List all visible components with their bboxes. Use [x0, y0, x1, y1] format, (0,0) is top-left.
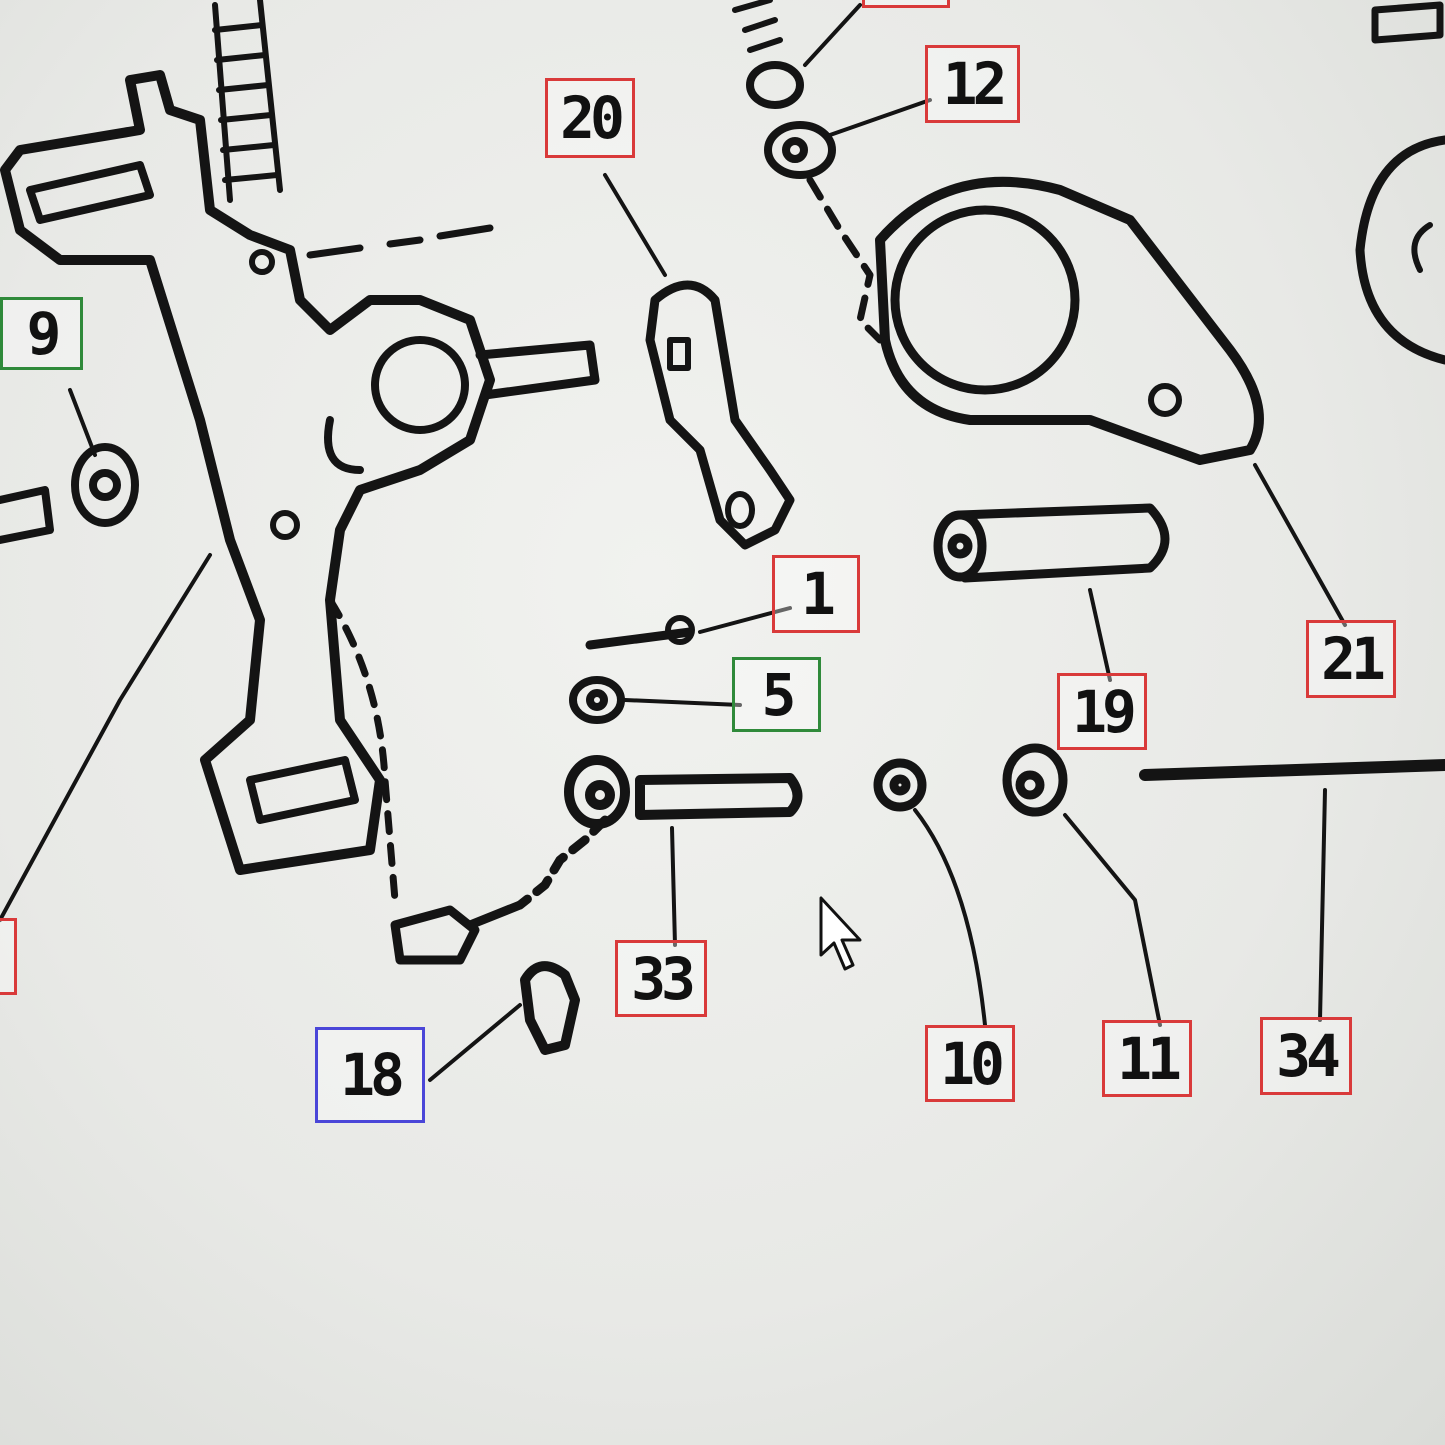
callout-18: 18	[315, 1027, 425, 1123]
callout-partial-top	[862, 0, 950, 8]
mounting-plate-part	[875, 176, 1264, 465]
washer-part	[732, 0, 884, 344]
callout-12: 12	[925, 45, 1020, 123]
callout-19: 19	[1057, 673, 1147, 750]
disc-part	[1355, 1, 1445, 365]
lever-arm-part	[645, 280, 795, 550]
callout-11: 11	[1102, 1020, 1192, 1097]
roller-pin-part	[933, 503, 1170, 583]
hex-nut-part	[1002, 743, 1068, 817]
split-pin-part	[520, 961, 580, 1055]
screw-and-nut-part	[0, 443, 139, 544]
clevis-bolt-part	[390, 815, 610, 965]
small-washer-part	[569, 676, 625, 724]
callout-5: 5	[732, 657, 821, 732]
assembly-guide-line	[326, 596, 399, 904]
clevis-pin-part	[564, 755, 803, 829]
lock-washer-part	[873, 758, 927, 812]
pedal-bracket-part	[0, 70, 495, 875]
callout-33: 33	[615, 940, 707, 1017]
spring-clip-part	[585, 615, 695, 650]
callout-10: 10	[925, 1025, 1015, 1102]
callout-34: 34	[1260, 1017, 1352, 1095]
leader-lines	[0, 3, 1347, 1082]
callout-21: 21	[1306, 620, 1396, 698]
callout-9: 9	[0, 297, 83, 370]
callout-1: 1	[772, 555, 860, 633]
pedal-shaft-part	[306, 224, 600, 400]
long-rod-part	[1139, 759, 1445, 781]
callout-partial-left	[0, 918, 17, 995]
spring-part	[212, 0, 283, 203]
arrow-pointer-icon	[819, 896, 862, 971]
callout-20: 20	[545, 78, 635, 158]
